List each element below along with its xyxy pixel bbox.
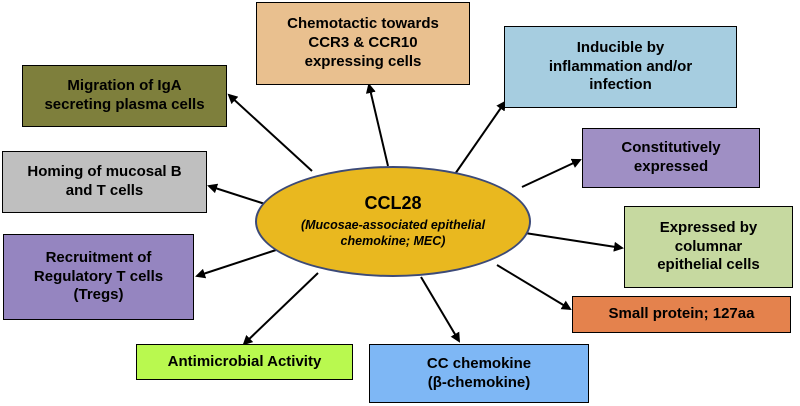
box-recruitment: Recruitment of Regulatory T cells (Tregs… xyxy=(3,234,194,320)
arrow-to-antimicrobial xyxy=(242,272,319,346)
arrow-to-migration xyxy=(227,93,313,172)
arrow-to-recruitment xyxy=(195,249,277,279)
box-antimicrobial: Antimicrobial Activity xyxy=(136,344,353,380)
box-recruitment-text: Recruitment of Regulatory T cells (Tregs… xyxy=(33,248,164,304)
box-chemotactic-text: Chemotactic towards CCR3 & CCR10 express… xyxy=(287,15,439,70)
box-columnar-text: Expressed by columnar epithelial cells xyxy=(657,218,760,274)
arrow-to-constitutive xyxy=(521,158,582,188)
box-constitutive: Constitutively expressed xyxy=(582,128,760,188)
arrow-to-small-protein xyxy=(496,264,572,311)
arrow-to-chemotactic xyxy=(365,83,389,167)
box-cc-chemokine: CC chemokine (β-chemokine) xyxy=(369,344,589,403)
box-small-protein: Small protein; 127aa xyxy=(572,296,791,333)
box-constitutive-text: Constitutively expressed xyxy=(621,139,721,175)
box-cc-chemokine-text: CC chemokine (β-chemokine) xyxy=(426,354,532,391)
arrow-to-columnar xyxy=(524,232,624,252)
box-columnar: Expressed by columnar epithelial cells xyxy=(624,206,793,288)
box-small-protein-text: Small protein; 127aa xyxy=(608,305,755,323)
center-title: CCL28 xyxy=(364,193,422,214)
box-homing-text: Homing of mucosal B and T cells xyxy=(27,163,182,199)
center-subtitle: (Mucosae-associated epithelial chemokine… xyxy=(300,218,486,248)
box-chemotactic: Chemotactic towards CCR3 & CCR10 express… xyxy=(256,2,470,85)
arrow-to-inducible xyxy=(454,100,507,175)
box-inducible: Inducible by inflammation and/or infecti… xyxy=(504,26,737,108)
box-homing: Homing of mucosal B and T cells xyxy=(2,151,207,213)
box-inducible-text: Inducible by inflammation and/or infecti… xyxy=(548,38,693,94)
box-migration-text: Migration of IgA secreting plasma cells xyxy=(44,77,205,113)
box-migration: Migration of IgA secreting plasma cells xyxy=(22,65,227,127)
central-ellipse: CCL28 (Mucosae-associated epithelial che… xyxy=(255,166,531,277)
box-antimicrobial-text: Antimicrobial Activity xyxy=(167,352,322,370)
arrow-to-cc-chemokine xyxy=(420,276,461,343)
arrow-to-homing xyxy=(207,183,266,205)
